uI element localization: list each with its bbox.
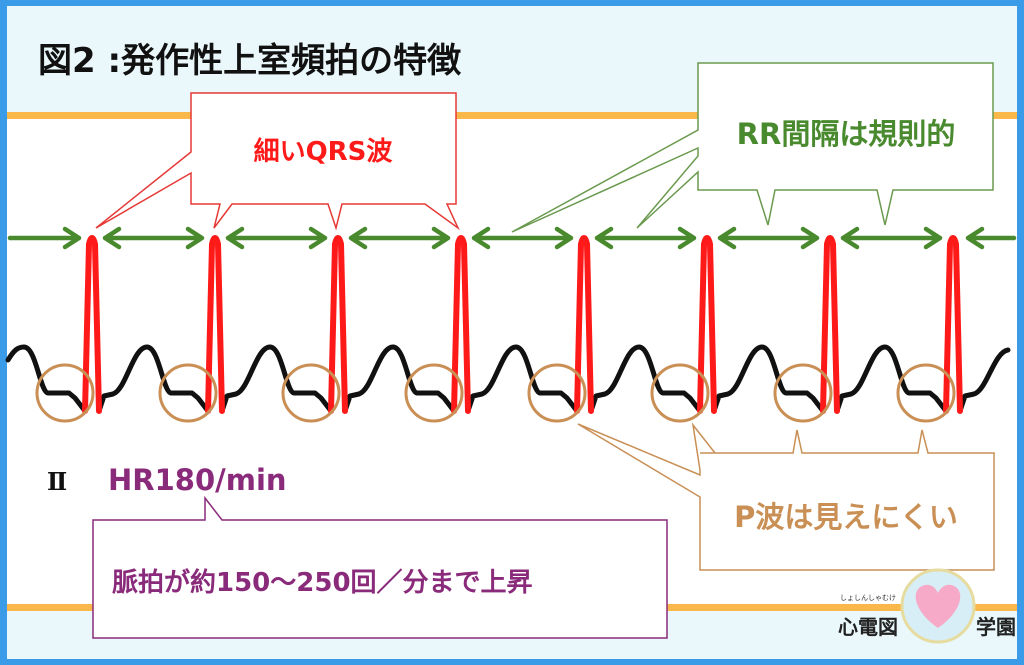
pulse-callout-text: 脈拍が約150〜250回／分まで上昇 <box>112 567 533 598</box>
p-wave-circle <box>35 363 95 423</box>
rr-callout <box>511 62 994 233</box>
p-wave-circle <box>158 363 218 423</box>
p-wave-circle <box>896 363 956 423</box>
qrs-complex <box>451 235 471 414</box>
rr-arrow <box>225 226 328 250</box>
qrs-callout-text: 細いQRS波 <box>254 137 394 167</box>
rr-arrow <box>7 226 82 250</box>
logo-right-text: 学園 <box>976 615 1016 639</box>
heart-rate-label: HR180/min <box>108 463 287 497</box>
logo-furigana: しょしんしゃむけ <box>840 594 896 602</box>
p-wave-circle <box>281 363 341 423</box>
p-wave-circle <box>527 363 587 423</box>
qrs-complex <box>697 235 717 414</box>
p-wave-circle <box>773 363 833 423</box>
rr-arrow <box>348 226 451 250</box>
qrs-complex <box>328 235 348 414</box>
p-wave-circles <box>35 363 956 423</box>
baseline-trace <box>5 344 1011 414</box>
rr-callout-text: RR間隔は規則的 <box>737 117 956 151</box>
lead-label: Ⅱ <box>47 467 67 496</box>
p-wave-circle <box>650 363 710 423</box>
rr-arrow <box>471 226 574 250</box>
p-wave-callout <box>577 422 995 571</box>
rr-arrow <box>717 226 820 250</box>
heart-icon <box>915 584 961 628</box>
qrs-complex <box>205 235 225 414</box>
p-wave-circle <box>404 363 464 423</box>
qrs-callout <box>95 92 460 231</box>
rr-arrow <box>840 226 943 250</box>
rr-arrow <box>102 226 205 250</box>
qrs-complex <box>574 235 594 414</box>
qrs-complex <box>820 235 840 414</box>
p-wave-callout-text: P波は見えにくい <box>734 500 958 534</box>
qrs-complex <box>82 235 102 414</box>
rr-arrow <box>594 226 697 250</box>
rr-interval-arrows <box>7 226 1017 250</box>
logo-left-text: 心電図 <box>838 615 898 639</box>
ecg-trace <box>5 235 1011 414</box>
page-title: 図2 :発作性上室頻拍の特徴 <box>38 41 462 81</box>
qrs-complex <box>943 235 963 414</box>
rr-arrow <box>965 226 1017 250</box>
top-orange-line <box>7 112 1017 119</box>
pulse-callout <box>92 495 668 639</box>
logo: しょしんしゃむけ 心電図 学園 <box>838 568 1016 644</box>
